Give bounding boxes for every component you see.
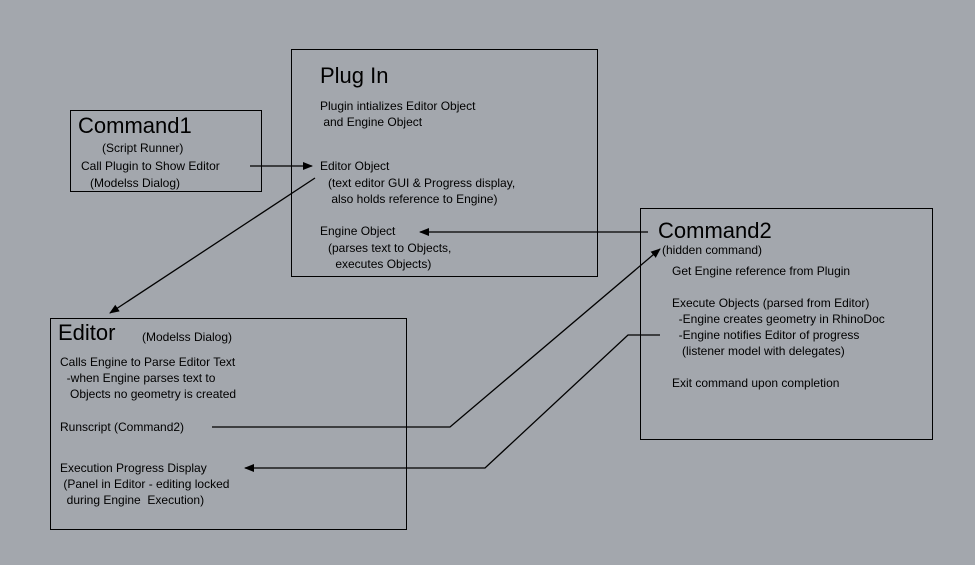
command1-subtitle: (Script Runner) [102,141,184,155]
plugin-title: Plug In [320,63,389,88]
command1-line1: Call Plugin to Show Editor [81,159,220,173]
editor-title: Editor [58,320,116,345]
command2-subtitle: (hidden command) [662,243,763,257]
plugin-engine-object-desc1: (parses text to Objects, [328,241,452,255]
editor-exec3: during Engine Execution) [60,493,205,507]
command2-line5: (listener model with delegates) [672,344,845,358]
plugin-editor-object-desc2: also holds reference to Engine) [328,192,498,206]
editor-line1: Calls Engine to Parse Editor Text [60,355,236,369]
command2-title: Command2 [658,218,772,243]
command2-line4: -Engine notifies Editor of progress [672,328,860,342]
plugin-desc2: and Engine Object [320,115,423,129]
editor-exec2: (Panel in Editor - editing locked [60,477,230,491]
arrow-editor-object-to-editor [109,177,316,314]
plugin-engine-object: Engine Object [320,224,396,238]
plugin-engine-object-desc2: executes Objects) [332,257,432,271]
editor-runscript: Runscript (Command2) [60,420,185,434]
command1-line2: (Modelss Dialog) [90,176,181,190]
editor-line3: Objects no geometry is created [60,387,237,401]
editor-exec1: Execution Progress Display [60,461,207,475]
command2-line1: Get Engine reference from Plugin [672,264,851,278]
command2-line3: -Engine creates geometry in RhinoDoc [672,312,885,326]
command2-line6: Exit command upon completion [672,376,840,390]
plugin-editor-object: Editor Object [320,159,390,173]
plugin-desc1: Plugin intializes Editor Object [320,99,476,113]
plugin-editor-object-desc1: (text editor GUI & Progress display, [328,176,516,190]
editor-subtitle: (Modelss Dialog) [142,330,233,344]
command1-title: Command1 [78,113,192,138]
editor-line2: -when Engine parses text to [60,371,216,385]
command2-line2: Execute Objects (parsed from Editor) [672,296,870,310]
